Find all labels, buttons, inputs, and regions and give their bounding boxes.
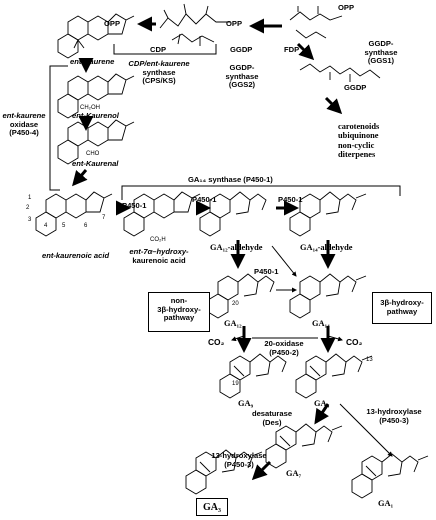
kaurenoic-acid-label: ent-kaurenoic acid bbox=[42, 251, 110, 260]
20-oxidase-enzyme-label: 20-oxidase (P450-2) bbox=[264, 339, 304, 357]
co2h-label-1: CO₂H bbox=[150, 237, 166, 243]
hydroxy-kaurenoic-structure bbox=[123, 191, 201, 237]
ga12-aldehyde-label: GA₁₂-aldehyde bbox=[210, 243, 263, 252]
ring-number-1: 1 bbox=[28, 195, 32, 201]
ga3-box: GA₃ bbox=[196, 498, 228, 516]
ga9-structure bbox=[219, 353, 287, 399]
ggdp-top-label: GGDP bbox=[230, 45, 253, 54]
fdp-chain-structure bbox=[289, 6, 343, 39]
ring-number-4: 4 bbox=[44, 223, 48, 229]
ent-kaurenol-label: ent-Kaurenol bbox=[72, 111, 119, 120]
carotenoids-products-label: carotenoids ubiquinone non-cyclic diterp… bbox=[338, 122, 380, 160]
cdp-label: CDP bbox=[150, 45, 167, 54]
ent-kaurene-structure bbox=[57, 13, 135, 59]
13-hydroxylase-right-label: 13-hydroxylase (P450-3) bbox=[366, 407, 422, 425]
cho-label-1: CHO bbox=[86, 151, 100, 157]
arrow-ggdp-to-carotenoids bbox=[324, 96, 343, 115]
ga1-label: GA₁ bbox=[378, 499, 394, 508]
ga14-label: GA₁₄ bbox=[312, 319, 330, 328]
ggdp-chain-structure bbox=[159, 3, 230, 46]
ring-number-7: 7 bbox=[102, 215, 106, 221]
ent-kaurenoic-acid-structure bbox=[35, 191, 113, 237]
co2-left-label: CO₂ bbox=[208, 337, 225, 347]
p450-1-label-d: P450-1 bbox=[254, 267, 279, 276]
ent-kaurenal-structure bbox=[57, 119, 135, 165]
3b-hydroxy-pathway-box: 3β-hydroxy- pathway bbox=[372, 292, 432, 324]
opp-label-2: OPP bbox=[226, 19, 243, 28]
ggdp-right-label: GGDP bbox=[344, 83, 367, 92]
ga14-aldehyde-label: GA₁₄-aldehyde bbox=[300, 243, 353, 252]
ring-number-5: 5 bbox=[62, 223, 66, 229]
kaurene-oxidase-enzyme-label: ent-kaurene oxidase (P450-4) bbox=[2, 111, 46, 138]
p450-1-label-c: P450-1 bbox=[278, 195, 303, 204]
ring-number-6: 6 bbox=[84, 223, 88, 229]
ga7-label: GA₇ bbox=[286, 469, 302, 478]
ring-number-13: 13 bbox=[366, 357, 373, 363]
co2-right-label: CO₂ bbox=[346, 337, 363, 347]
ggs2-enzyme-label: GGDP- synthase (GGS2) bbox=[225, 63, 259, 90]
ga14-synthase-label: GA₁₄ synthase (P450-1) bbox=[188, 175, 273, 184]
ring-number-2: 2 bbox=[26, 205, 30, 211]
ga7-structure bbox=[265, 423, 343, 469]
ga3-label: GA₃ bbox=[203, 502, 221, 513]
opp-label-1: OPP bbox=[104, 19, 121, 28]
arrow-fdp-to-ggdp-right bbox=[296, 42, 315, 61]
ring-number-20: 20 bbox=[232, 301, 239, 307]
p450-1-label-a: P450-1 bbox=[122, 201, 147, 210]
ent-kaurenol-structure bbox=[57, 73, 135, 119]
ggdp-right-chain-structure bbox=[299, 63, 381, 82]
ga14-structure bbox=[289, 273, 367, 319]
ring-number-19: 19 bbox=[232, 381, 239, 387]
desaturase-enzyme-label: desaturase (Des) bbox=[251, 409, 293, 427]
ga4-label: GA₄ bbox=[314, 399, 330, 408]
ga14-aldehyde-structure bbox=[289, 191, 367, 237]
ga3-structure bbox=[185, 449, 263, 495]
13-hydroxylase-left-label: 13-hydroxylase (P450-3) bbox=[211, 451, 267, 469]
ch2oh-label: CH₂OH bbox=[80, 105, 100, 111]
ga1-structure bbox=[351, 453, 429, 499]
ent-kaurene-label: ent-Kaurene bbox=[70, 57, 115, 66]
cps-ks-enzyme-label: CDP/ent-kaurene synthase (CPS/KS) bbox=[128, 59, 190, 86]
fdp-label: FDP bbox=[284, 45, 300, 54]
hydroxy-kaurenoic-label: ent-7α–hydroxy- kaurenoic acid bbox=[129, 247, 189, 265]
ring-number-3: 3 bbox=[28, 217, 32, 223]
non-3b-pathway-box: non- 3β-hydroxy- pathway bbox=[148, 292, 210, 332]
ga9-label: GA₉ bbox=[238, 399, 254, 408]
opp-label-3: OPP bbox=[338, 3, 355, 12]
ggs1-enzyme-label: GGDP- synthase (GGS1) bbox=[364, 39, 398, 66]
p450-1-label-b: P450-1 bbox=[192, 195, 217, 204]
ga4-structure bbox=[295, 353, 373, 399]
ga12-structure bbox=[207, 273, 275, 319]
ga12-label: GA₁₂ bbox=[224, 319, 242, 328]
ent-kaurenal-label: ent-Kaurenal bbox=[72, 159, 119, 168]
